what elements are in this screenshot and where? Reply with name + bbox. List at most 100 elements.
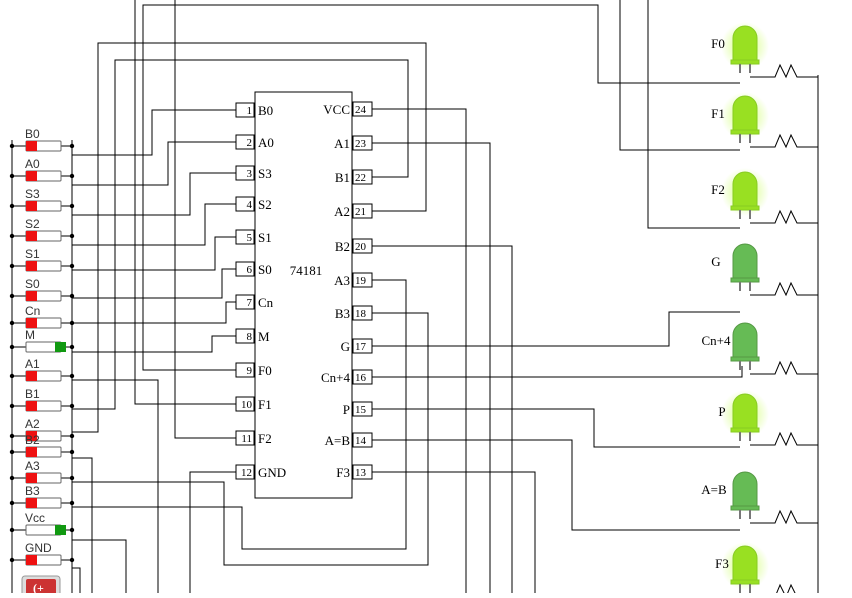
junction-dot [69, 500, 75, 506]
junction-dot [69, 449, 75, 455]
pin-box-left [235, 430, 255, 446]
pin-box-right [352, 369, 373, 385]
junction-dot [9, 500, 15, 506]
pin-number: 5 [247, 232, 253, 244]
resistor [750, 431, 818, 447]
switch-label: B0 [25, 127, 40, 141]
junction-dot [69, 143, 75, 149]
switch-knob [26, 201, 37, 211]
pin-box-left [235, 328, 255, 344]
wire [72, 457, 93, 593]
resistor [750, 209, 818, 225]
pin-box-right [352, 401, 373, 417]
junction-dot [9, 203, 15, 209]
switch-knob [55, 525, 66, 535]
switch-knob [26, 555, 37, 565]
wire [72, 42, 427, 433]
pin-box-right [352, 338, 373, 354]
switch-knob [26, 498, 37, 508]
switch-knob [26, 401, 37, 411]
led-label: F2 [711, 182, 725, 197]
chip-name: 74181 [290, 263, 323, 278]
switch-label: A1 [25, 357, 40, 371]
led-rim [730, 427, 760, 433]
pin-label: A2 [334, 204, 350, 219]
junction-dot [9, 344, 15, 350]
junction-dot [9, 173, 15, 179]
junction-dot [9, 527, 15, 533]
pin-number: 23 [355, 138, 367, 150]
switch-knob [26, 141, 37, 151]
switch-label: S1 [25, 247, 40, 261]
wire [72, 203, 236, 246]
switch-knob [55, 342, 66, 352]
pin-label: A3 [334, 273, 350, 288]
pin-box-right [352, 305, 373, 321]
switch-knob [26, 261, 37, 271]
wire [372, 366, 743, 378]
wire [372, 439, 740, 531]
junction-dot [9, 233, 15, 239]
pin-number: 14 [355, 435, 367, 447]
junction-dot [69, 527, 75, 533]
pin-number: 9 [247, 365, 253, 377]
switch-label: A3 [25, 459, 40, 473]
switch-label: A0 [25, 157, 40, 171]
pin-label: P [343, 402, 350, 417]
pin-box-left [235, 261, 255, 277]
pin-box-left [235, 165, 255, 181]
pin-label: F0 [258, 363, 272, 378]
pin-number: 20 [355, 241, 367, 253]
led-rim [730, 59, 760, 65]
pin-number: 15 [355, 404, 367, 416]
switch-knob [26, 447, 37, 457]
switch-label: B3 [25, 484, 40, 498]
power-plus-icon: (+ [33, 581, 44, 593]
wire [372, 245, 513, 593]
switch-label: Cn [25, 304, 40, 318]
pin-label: A0 [258, 135, 274, 150]
junction-dot [9, 373, 15, 379]
switch-knob [26, 171, 37, 181]
pin-label: B0 [258, 103, 273, 118]
junction-dot [69, 173, 75, 179]
wires [72, 0, 743, 593]
junction-dot [9, 557, 15, 563]
wire [72, 268, 236, 299]
wire [72, 279, 407, 550]
resistor [750, 583, 818, 598]
pin-box-left [235, 196, 255, 212]
wire [647, 0, 740, 229]
resistor [750, 281, 818, 297]
led-body [732, 95, 758, 133]
junction-dot [69, 403, 75, 409]
junction-dot [69, 233, 75, 239]
wire [72, 141, 236, 186]
pin-label: B3 [335, 306, 350, 321]
wire [72, 539, 127, 593]
junction-dot [69, 475, 75, 481]
wire [372, 142, 491, 593]
wire [72, 379, 159, 593]
pin-number: 12 [241, 467, 252, 479]
pin-label: S3 [258, 166, 272, 181]
pin-label: GND [258, 465, 286, 480]
led-body [732, 545, 758, 583]
wire [134, 0, 236, 405]
pin-number: 1 [247, 105, 253, 117]
pin-number: 6 [247, 264, 253, 276]
pin-label: B2 [335, 239, 350, 254]
resistor [750, 509, 818, 525]
wire [619, 0, 740, 151]
pin-number: 13 [355, 467, 367, 479]
pin-box-left [235, 464, 255, 480]
pin-number: 4 [247, 199, 253, 211]
chip-body [254, 91, 353, 499]
pin-label: F1 [258, 397, 272, 412]
led-label: F3 [715, 556, 729, 571]
wire [72, 172, 236, 216]
junction-dot [9, 403, 15, 409]
pin-number: 24 [355, 104, 367, 116]
